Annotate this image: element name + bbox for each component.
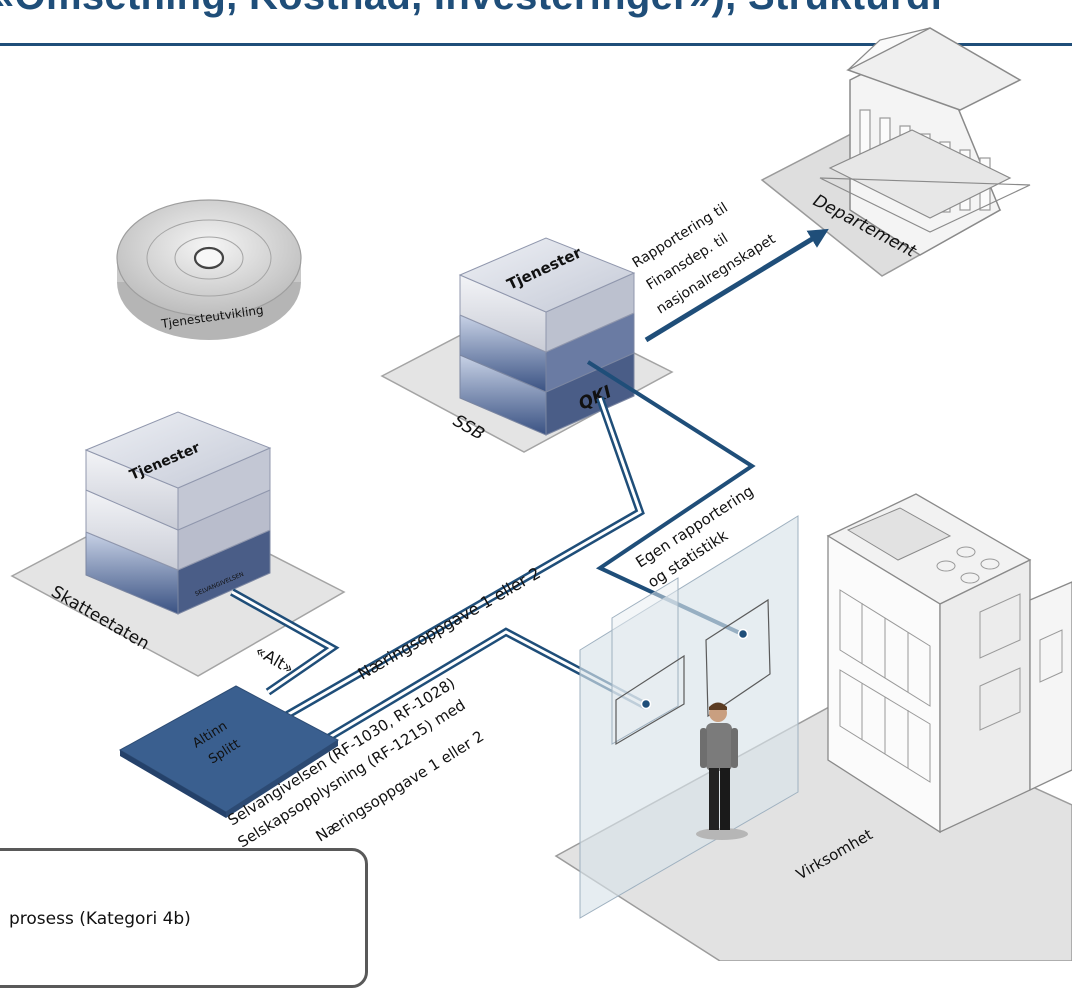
flow-naeringsoppgave-connection <box>280 396 645 722</box>
endpoint-dot-lower <box>640 698 652 710</box>
page-title: «Omsetning, Kostnad, Investeringer»), St… <box>0 0 942 19</box>
legend-box: prosess (Kategori 4b) <box>0 848 368 988</box>
person-figure <box>696 702 748 840</box>
flow-rapportering-arrow <box>644 228 829 343</box>
endpoint-dot-upper <box>737 628 749 640</box>
departement-building <box>760 27 1031 277</box>
virksomhet-building <box>826 493 1072 834</box>
skatteetaten-server-stack <box>84 411 272 615</box>
screen-box-lower <box>615 654 685 746</box>
alt-label: «Alt» <box>252 641 297 678</box>
title-rule <box>0 43 1072 46</box>
flow-alt-connection <box>230 588 340 696</box>
ssb-server-stack <box>458 237 636 436</box>
glass-panel-front <box>611 577 679 745</box>
tjenesteutvikling-disc <box>116 199 302 340</box>
screen-box-upper <box>705 598 771 718</box>
legend-text: prosess (Kategori 4b) <box>9 909 191 929</box>
diagram-canvas: Departement Tjenesteutvikling Tjenester … <box>10 27 1072 961</box>
